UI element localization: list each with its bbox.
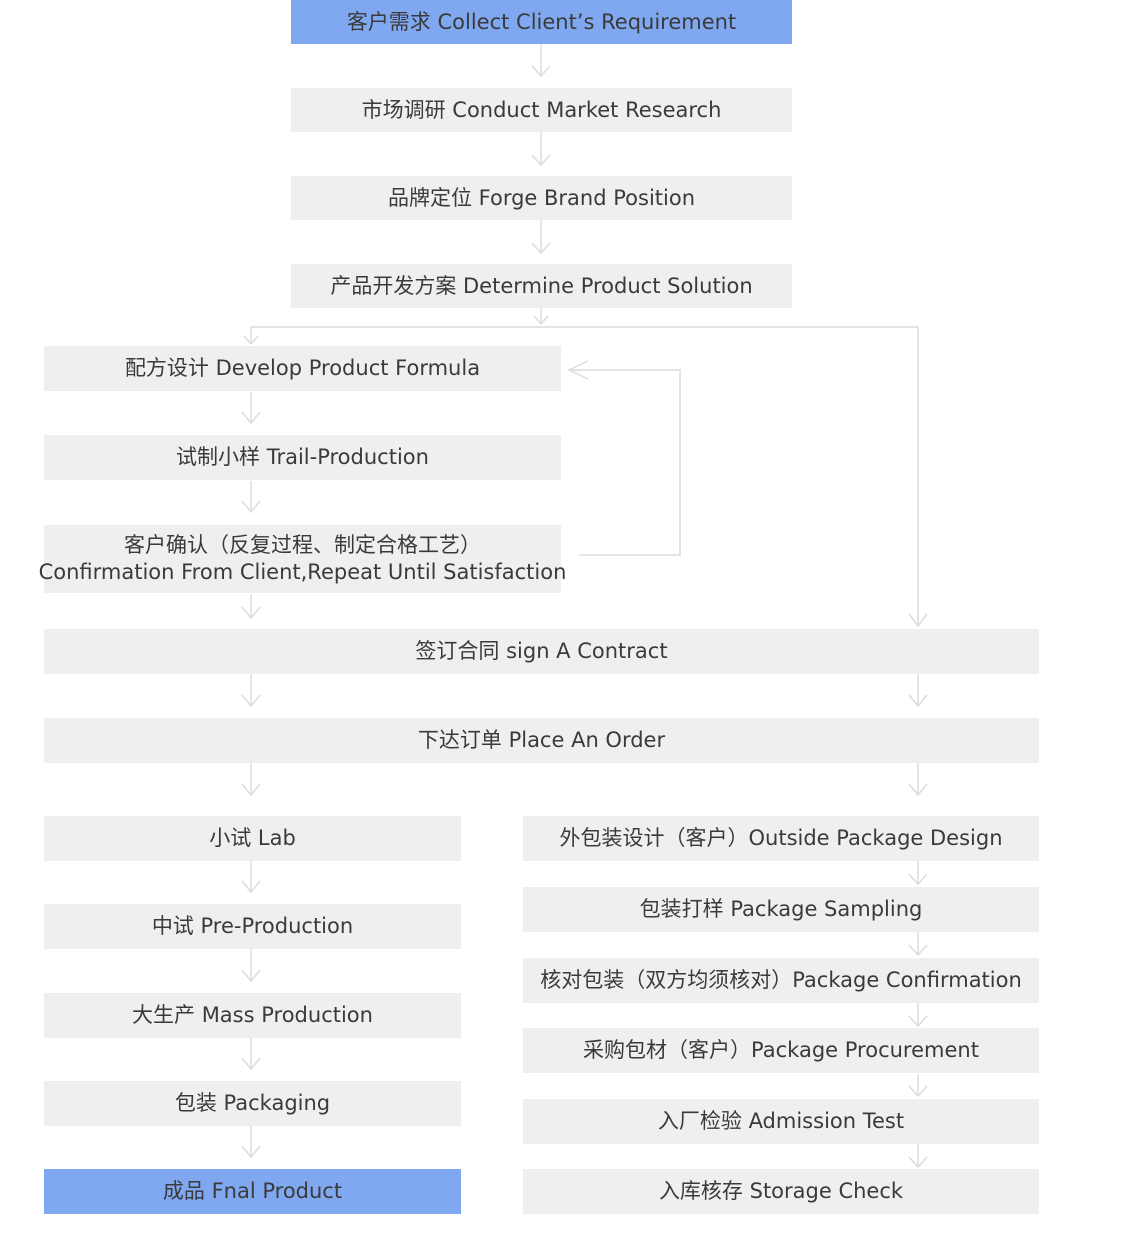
arrow-formula-to-trial [241,392,261,425]
step-product-solution: 产品开发方案 Determine Product Solution [291,264,792,308]
package-step-outside-design: 外包装设计（客户）Outside Package Design [523,816,1039,861]
branch-connector [243,326,928,628]
client-confirmation-en: Confirmation From Client,Repeat Until Sa… [38,560,567,584]
step-market-research: 市场调研 Conduct Market Research [291,88,792,132]
feedback-loop-connector [567,360,681,556]
package-step-confirmation: 核对包装（双方均须核对）Package Confirmation [523,958,1039,1003]
arrow-solution-down [533,308,549,326]
package-step-admission-test: 入厂检验 Admission Test [523,1099,1039,1144]
package-track-arrows [908,861,928,1169]
production-track-arrows [241,861,261,1159]
client-confirmation-cn: 客户确认（反复过程、制定合格工艺） [124,533,481,557]
arrows-contract-to-order [241,674,928,708]
arrow-research-to-brand [531,132,551,167]
arrows-order-to-tracks [241,763,928,797]
step-client-confirmation: 客户确认（反复过程、制定合格工艺） Confirmation From Clie… [39,525,566,593]
step-brand-position: 品牌定位 Forge Brand Position [291,176,792,220]
package-step-procurement: 采购包材（客户）Package Procurement [523,1028,1039,1073]
production-step-final-product: 成品 Fnal Product [44,1169,461,1214]
step-client-requirement: 客户需求 Collect Client’s Requirement [291,0,792,44]
production-step-lab: 小试 Lab [44,816,461,861]
step-trail-production: 试制小样 Trail-Production [44,435,561,480]
production-step-packaging: 包装 Packaging [44,1081,461,1126]
arrow-trial-to-confirmation [241,481,261,514]
production-step-pre-production: 中试 Pre-Production [44,904,461,949]
arrow-confirmation-to-contract [241,594,261,620]
package-step-storage-check: 入库核存 Storage Check [523,1169,1039,1214]
step-place-order: 下达订单 Place An Order [44,718,1039,763]
arrow-brand-to-solution [531,220,551,255]
arrow-requirement-to-research [531,44,551,78]
production-step-mass-production: 大生产 Mass Production [44,993,461,1038]
step-product-formula: 配方设计 Develop Product Formula [44,346,561,391]
package-step-sampling: 包装打样 Package Sampling [523,887,1039,932]
step-sign-contract: 签订合同 sign A Contract [44,629,1039,674]
